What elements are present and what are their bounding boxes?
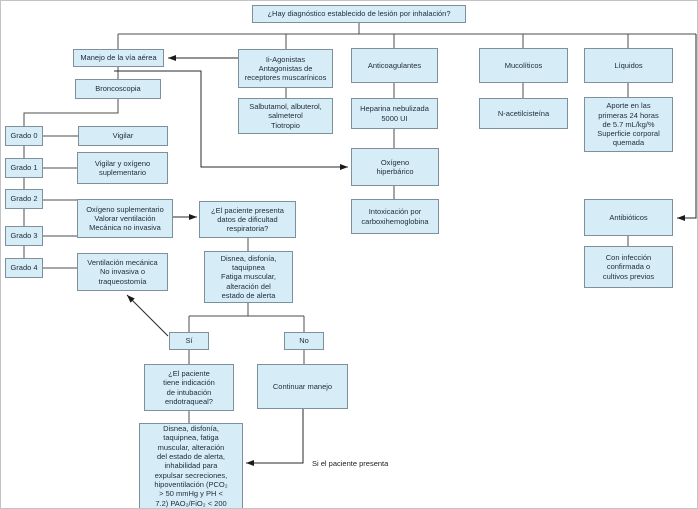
node-fluid-intake: Aporte en las primeras 24 horas de 5.7 m…: [584, 97, 673, 152]
node-grade-2: Grado 2: [5, 189, 43, 209]
node-continue-management: Continuar manejo: [257, 364, 348, 409]
node-agonists: Ii-Agonistas Antagonistas de receptores …: [238, 49, 333, 88]
node-question-inhalation: ¿Hay diagnóstico establecido de lesión p…: [252, 5, 466, 23]
node-grade-1: Grado 1: [5, 158, 43, 178]
node-airway-management: Manejo de la vía aérea: [73, 49, 164, 67]
node-heparin: Heparina nebulizada 5000 UI: [351, 98, 438, 129]
node-question-intubation: ¿El paciente tiene indicación de intubac…: [144, 364, 234, 411]
node-no: No: [284, 332, 324, 350]
node-fluids: Líquidos: [584, 48, 673, 83]
node-grade-0: Grado 0: [5, 126, 43, 146]
node-observe: Vigilar: [78, 126, 168, 146]
node-salbutamol: Salbutamol, albuterol, salmeterol Tiotro…: [238, 98, 333, 134]
node-intubation-criteria: Disnea, disfonía, taquipnea, fatiga musc…: [139, 423, 243, 508]
node-confirmed-infection: Con infección confirmada o cultivos prev…: [584, 246, 673, 288]
if-patient-presents-label: Si el paciente presenta: [312, 459, 389, 468]
node-carboxyhemoglobin: Intoxicación por carboxihemoglobina: [351, 199, 439, 234]
node-mucolytics: Mucolíticos: [479, 48, 568, 83]
node-grade-3: Grado 3: [5, 226, 43, 246]
node-question-respiratory-difficulty: ¿El paciente presenta datos de dificulta…: [199, 201, 296, 238]
node-observe-oxygen: Vigilar y oxígeno suplementario: [77, 152, 168, 184]
node-dyspnea-signs: Disnea, disfonía, taquipnea Fatiga muscu…: [204, 251, 293, 303]
arrow-connectors: [114, 34, 697, 466]
node-bronchoscopy: Broncoscopia: [75, 79, 161, 99]
node-acetylcysteine: N-acetilcisteína: [479, 98, 568, 129]
node-grade-4: Grado 4: [5, 258, 43, 278]
node-antibiotics: Antibióticos: [584, 199, 673, 236]
node-hyperbaric-oxygen: Oxígeno hiperbárico: [351, 148, 439, 186]
node-yes: Sí: [169, 332, 209, 350]
node-mechanical-ventilation: Ventilación mecánica No invasiva o traqu…: [77, 253, 168, 291]
node-anticoagulants: Anticoagulantes: [351, 48, 438, 83]
node-supplemental-oxygen: Oxígeno suplementario Valorar ventilació…: [77, 199, 173, 238]
plain-connectors: [23, 23, 696, 423]
